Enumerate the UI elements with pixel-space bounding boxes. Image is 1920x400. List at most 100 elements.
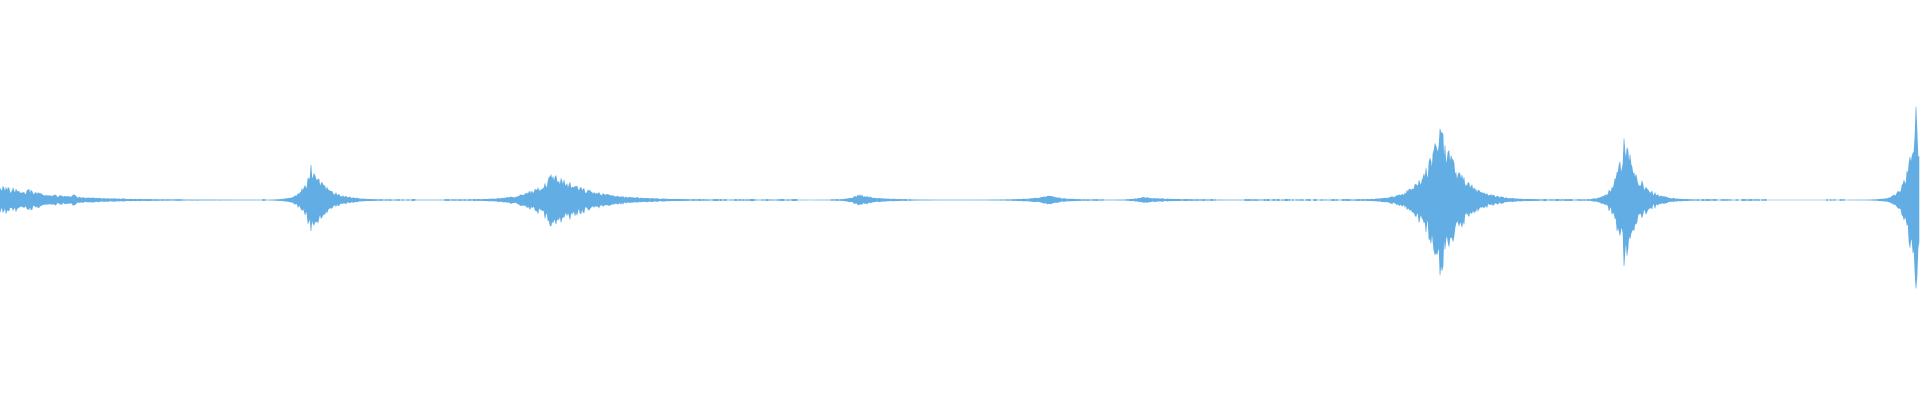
noise-sample [1754,199,1755,201]
noise-sample [1342,199,1343,201]
noise-sample [689,199,690,201]
noise-sample [741,199,742,201]
noise-sample [398,199,399,201]
noise-sample [764,199,765,201]
noise-sample [1330,199,1331,201]
noise-sample [1706,199,1707,201]
noise-sample [1702,199,1703,201]
noise-sample [737,199,738,201]
noise-sample [705,199,706,201]
noise-sample [1708,199,1709,201]
noise-sample [780,199,781,201]
noise-sample [1833,199,1834,201]
noise-sample [1725,199,1726,201]
noise-sample [395,199,396,201]
noise-sample [750,199,751,201]
noise-sample [1364,199,1365,201]
noise-sample [1539,199,1540,201]
noise-sample [1357,199,1358,201]
noise-sample [1352,199,1353,201]
noise-sample [1274,199,1275,201]
noise-sample [1749,199,1750,201]
noise-sample [1264,199,1265,201]
noise-sample [397,199,398,201]
noise-sample [1332,199,1333,201]
noise-sample [1194,199,1195,201]
noise-sample [276,199,277,201]
noise-sample [1694,199,1695,201]
noise-sample [779,199,780,201]
noise-sample [701,199,702,201]
noise-sample [1724,199,1725,201]
noise-sample [1559,199,1560,201]
noise-sample [1181,199,1182,201]
noise-sample [788,199,789,201]
noise-sample [912,199,913,201]
noise-sample [453,199,454,201]
noise-sample [1343,199,1344,201]
noise-sample [676,199,677,201]
noise-sample [1285,199,1286,201]
noise-sample [1306,199,1307,201]
noise-sample [708,199,709,201]
noise-sample [744,199,745,201]
noise-sample [1289,199,1290,201]
noise-sample [1315,199,1316,201]
noise-sample [1737,199,1738,201]
noise-sample [1290,199,1291,201]
noise-sample [740,199,741,201]
noise-sample [1736,199,1737,201]
noise-sample [837,199,838,201]
noise-sample [1095,199,1096,201]
noise-sample [1273,199,1274,201]
noise-sample [697,199,698,201]
noise-sample [464,199,465,201]
noise-sample [718,199,719,201]
noise-sample [1296,199,1297,201]
noise-sample [1723,199,1724,201]
noise-sample [1200,199,1201,201]
noise-sample [1576,199,1577,201]
noise-sample [454,199,455,201]
noise-sample [787,199,788,201]
noise-sample [778,199,779,201]
noise-sample [1326,199,1327,201]
noise-sample [1764,199,1765,201]
noise-sample [1742,199,1743,201]
noise-sample [716,199,717,201]
noise-sample [736,199,737,201]
noise-sample [1299,199,1300,201]
noise-sample [452,199,453,201]
noise-sample [1356,199,1357,201]
noise-sample [1535,199,1536,201]
noise-sample [1569,199,1570,201]
noise-sample [403,199,404,201]
noise-sample [1251,199,1252,201]
noise-sample [1255,199,1256,201]
noise-sample [1529,199,1530,201]
noise-sample [766,199,767,201]
noise-sample [1297,199,1298,201]
noise-sample [783,199,784,201]
noise-sample [1831,199,1832,201]
noise-sample [1691,199,1692,201]
noise-sample [1830,199,1831,201]
noise-sample [265,199,266,201]
noise-sample [1099,199,1100,201]
noise-sample [1716,199,1717,201]
noise-sample [178,199,179,201]
noise-sample [704,199,705,201]
noise-sample [1731,199,1732,201]
noise-sample [1567,199,1568,201]
noise-sample [685,199,686,201]
noise-sample [1688,199,1689,201]
noise-sample [713,199,714,201]
noise-sample [776,199,777,201]
noise-sample [1710,199,1711,201]
noise-sample [415,199,416,201]
noise-sample [448,199,449,201]
noise-sample [692,199,693,201]
noise-sample [1187,199,1188,201]
